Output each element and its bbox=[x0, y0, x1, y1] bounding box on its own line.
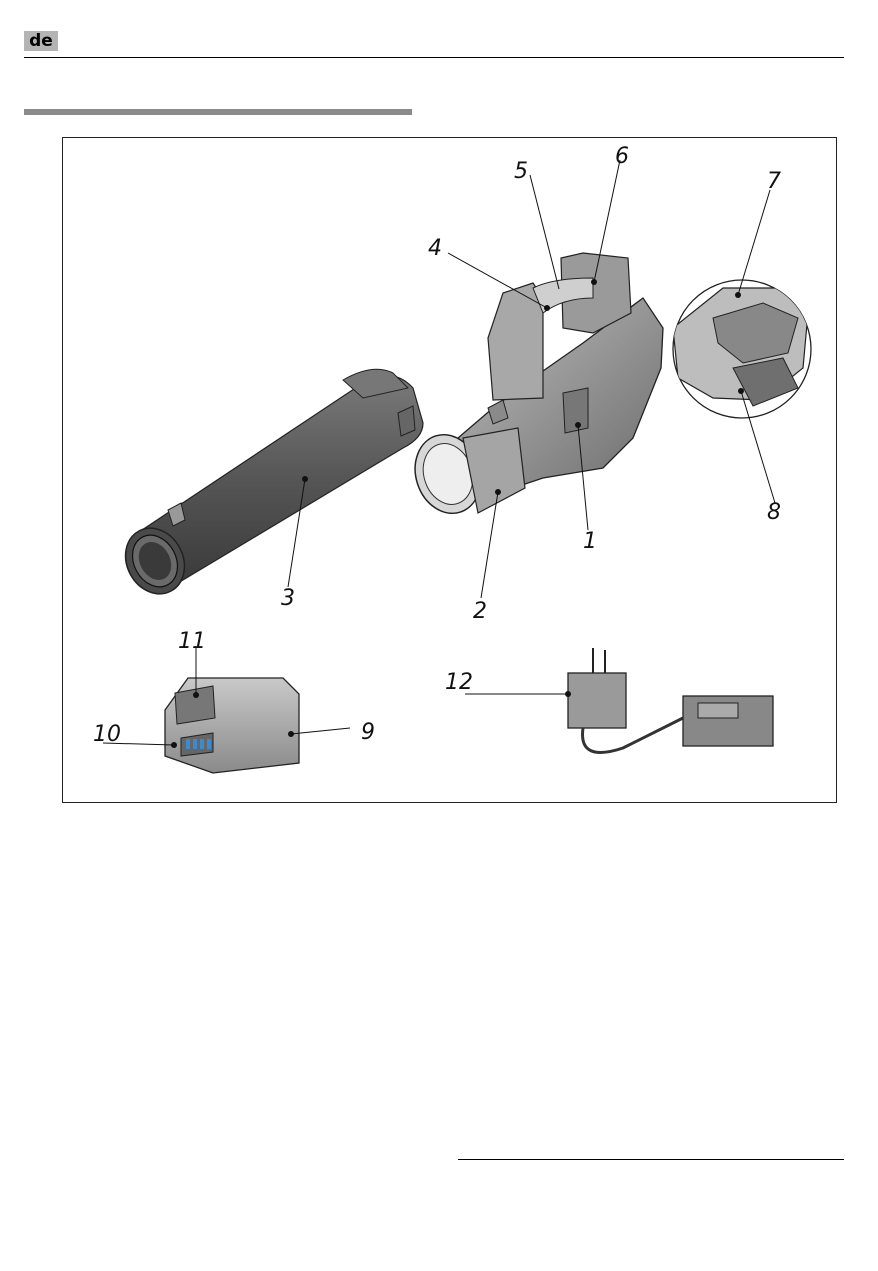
callout-8: 8 bbox=[767, 500, 781, 525]
callout-11: 11 bbox=[178, 629, 206, 654]
header-rule bbox=[24, 57, 844, 58]
callout-6: 6 bbox=[615, 144, 629, 169]
callout-4: 4 bbox=[428, 236, 442, 261]
callout-10: 10 bbox=[93, 722, 121, 747]
product-illustration: 1 2 3 4 5 6 7 8 9 10 11 12 bbox=[63, 138, 838, 804]
charger bbox=[565, 648, 773, 753]
callout-12: 12 bbox=[445, 670, 473, 695]
blower-tube bbox=[114, 369, 423, 604]
callout-7: 7 bbox=[767, 169, 781, 194]
callout-9: 9 bbox=[361, 720, 375, 745]
vent-detail-zoom bbox=[673, 280, 811, 418]
callout-5: 5 bbox=[514, 159, 528, 184]
footnote-rule bbox=[458, 1159, 844, 1160]
callout-2: 2 bbox=[473, 599, 487, 624]
blower-body bbox=[405, 253, 663, 522]
language-badge: de bbox=[24, 31, 58, 51]
battery-pack bbox=[165, 678, 299, 773]
product-figure: 1 2 3 4 5 6 7 8 9 10 11 12 bbox=[62, 137, 837, 803]
callout-1: 1 bbox=[583, 529, 597, 554]
callout-3: 3 bbox=[281, 586, 295, 611]
section-bar bbox=[24, 109, 412, 115]
